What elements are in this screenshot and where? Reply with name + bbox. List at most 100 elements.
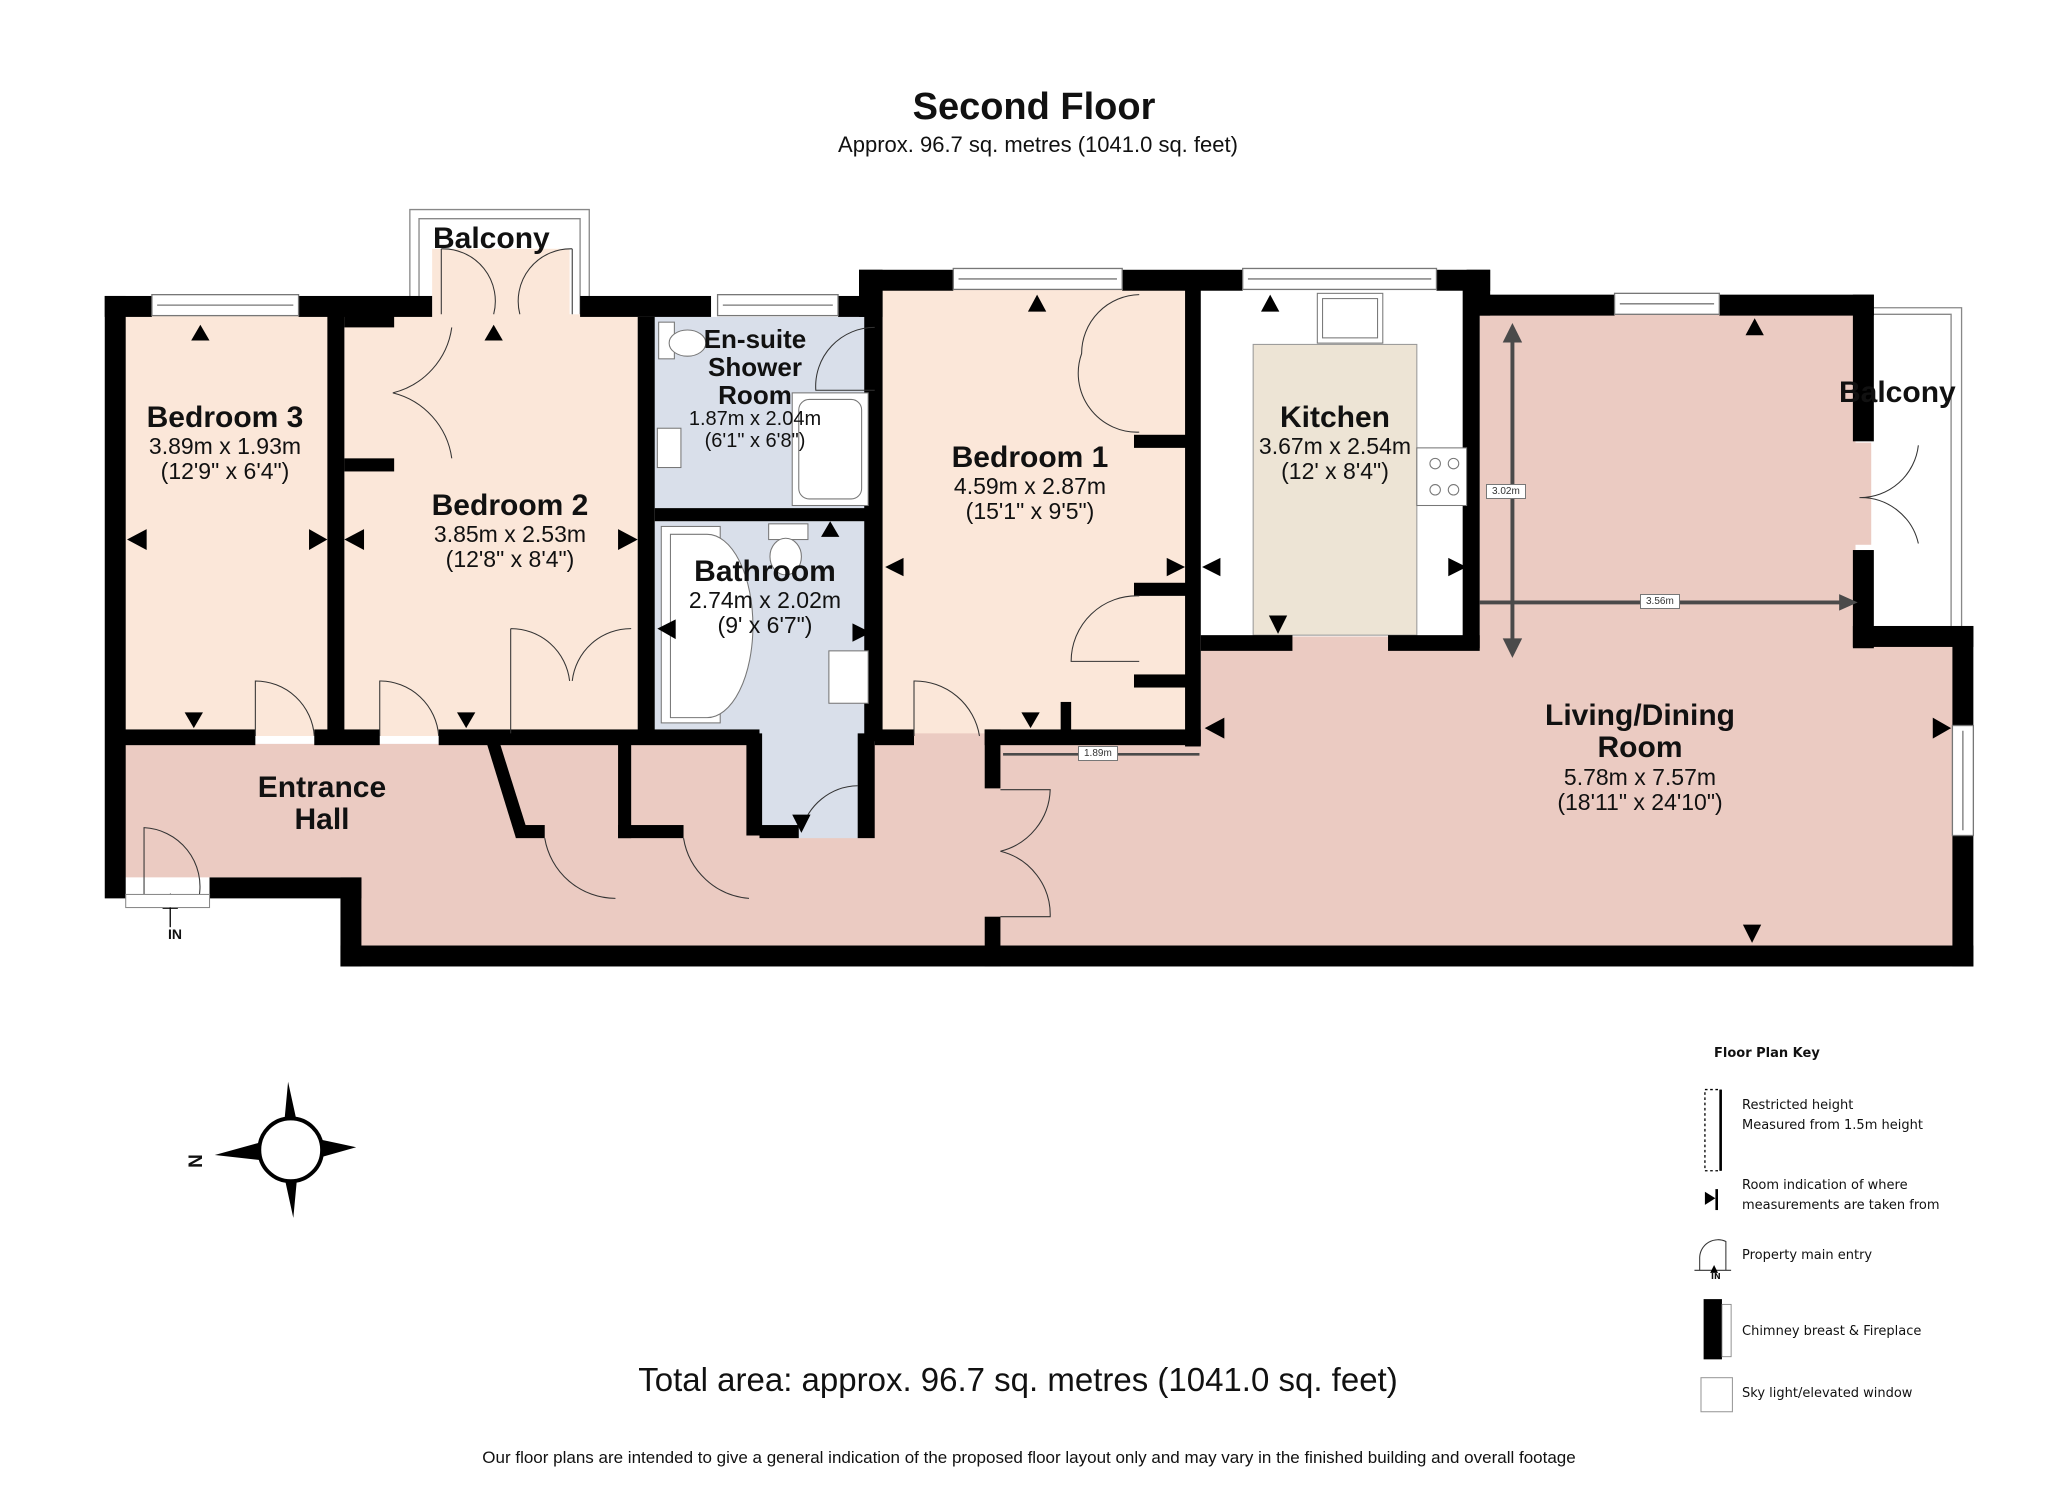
bedroom-2-floor (344, 314, 638, 736)
door-ensuite-from-bed1 (1070, 595, 1140, 662)
room-name: Bedroom 1 (951, 441, 1109, 474)
room-floors (124, 248, 1954, 946)
door-ensuite (815, 326, 875, 391)
restricted-height-icon (1704, 1088, 1722, 1172)
living-upper-floor (1479, 314, 1856, 645)
double-door-living (1000, 789, 1051, 918)
room-label-bedroom-2: Bedroom 2 3.85m x 2.53m (12'8" x 8'4") (390, 489, 630, 573)
windows (151, 267, 1975, 837)
ensuite-basin (656, 427, 682, 469)
room-imperial: (12'9" x 6'4") (160, 458, 290, 485)
hob (1416, 447, 1468, 507)
door-bedroom-3 (254, 680, 315, 737)
room-name-line-2: Room (1597, 731, 1683, 765)
room-imperial: (12'8" x 8'4") (445, 546, 575, 573)
key-item-text-line-1: Restricted height (1742, 1098, 1854, 1113)
room-name-line-1: Entrance (257, 771, 387, 804)
room-label-kitchen: Kitchen 3.67m x 2.54m (12' x 8'4") (1220, 401, 1450, 485)
room-metric: 3.89m x 1.93m (148, 433, 302, 460)
measurement-living-width: 3.56m (1640, 594, 1680, 609)
page-subtitle: Approx. 96.7 sq. metres (1041.0 sq. feet… (838, 132, 1238, 157)
floor-plan-key: Floor Plan Key Restricted height Measure… (1700, 1046, 2040, 1401)
disclaimer: Our floor plans are intended to give a g… (482, 1448, 1576, 1467)
key-item-text-line-2: Measured from 1.5m height (1742, 1118, 1923, 1133)
room-metric: 3.67m x 2.54m (1258, 433, 1412, 460)
room-metric: 5.78m x 7.57m (1563, 763, 1717, 790)
room-metric: 3.85m x 2.53m (433, 521, 587, 548)
room-imperial: (6'1" x 6'8") (704, 429, 806, 452)
room-imperial: (15'1" x 9'5") (965, 498, 1095, 525)
balcony-door-right (517, 248, 573, 315)
walls (104, 269, 1974, 967)
key-item-text-line-1: Chimney breast & Fireplace (1742, 1324, 1922, 1339)
key-item-skylight: Sky light/elevated window (1700, 1384, 2040, 1444)
key-title: Floor Plan Key (1714, 1046, 1820, 1061)
measurement-markers (127, 294, 1952, 943)
key-item-main-entry: Property main entry IN (1700, 1246, 2040, 1306)
room-name-line-2: Hall (294, 803, 350, 837)
key-item-text-line-1: Room indication of where (1742, 1178, 1908, 1193)
balcony-label-top: Balcony (433, 222, 550, 255)
measurement-hall-width: 1.89m (1078, 746, 1118, 761)
room-imperial: (18'11" x 24'10") (1557, 788, 1723, 815)
corridor-floor (874, 733, 1203, 946)
room-name-line-2: Shower (708, 352, 802, 383)
compass-icon (214, 1081, 357, 1218)
room-label-ensuite: En-suite Shower Room 1.87m x 2.04m (6'1"… (660, 325, 850, 452)
door-hall-2 (683, 838, 750, 899)
room-name: Bedroom 3 (146, 401, 304, 434)
doors (143, 248, 1919, 918)
balcony-outlines (409, 208, 1963, 629)
bathroom-toilet (769, 537, 802, 576)
key-item-text-line-1: Property main entry (1742, 1248, 1873, 1263)
balcony-top-floor (432, 248, 570, 321)
key-item-measurement-marker: Room indication of where measurements ar… (1700, 1176, 2040, 1236)
room-name: Bathroom (694, 555, 836, 588)
room-label-entrance-hall: Entrance Hall (222, 771, 422, 837)
room-name: Bedroom 2 (431, 489, 589, 522)
room-imperial: (12' x 8'4") (1281, 458, 1389, 485)
measurement-living-height: 3.02m (1486, 484, 1526, 499)
room-metric: 4.59m x 2.87m (953, 473, 1107, 500)
door-hall-1 (544, 838, 616, 899)
bathroom-cistern (768, 523, 809, 541)
kitchen-fixtures (1316, 292, 1468, 507)
wardrobe-bedroom-2 (392, 327, 453, 459)
balcony-door-right-side (1859, 445, 1919, 544)
balcony-door-left (440, 248, 496, 315)
room-label-bathroom: Bathroom 2.74m x 2.02m (9' x 6'7") (660, 555, 870, 639)
key-item-text-line-1: Sky light/elevated window (1742, 1386, 1913, 1401)
right-balcony-door-area (1852, 442, 1872, 545)
bath-corridor-floor (759, 733, 862, 839)
room-label-bedroom-3: Bedroom 3 3.89m x 1.93m (12'9" x 6'4") (110, 401, 340, 485)
room-metric: 2.74m x 2.02m (688, 587, 842, 614)
room-label-bedroom-1: Bedroom 1 4.59m x 2.87m (15'1" x 9'5") (910, 441, 1150, 525)
living-lower-floor (1200, 636, 1954, 946)
wardrobe-bedroom-2-lower (510, 628, 632, 734)
key-item-text-line-2: measurements are taken from (1742, 1198, 1940, 1213)
entry-indicator (125, 893, 211, 928)
wardrobe-bedroom-1 (1077, 294, 1140, 433)
room-label-living: Living/Dining Room 5.78m x 7.57m (18'11"… (1500, 699, 1780, 815)
room-name-line-1: En-suite (703, 324, 807, 354)
total-area: Total area: approx. 96.7 sq. metres (104… (638, 1361, 1398, 1398)
bathroom-basin (828, 650, 869, 704)
key-icons (1694, 1088, 1733, 1413)
page-title: Second Floor (912, 86, 1156, 128)
measurement-marker-icon (1704, 1191, 1716, 1205)
room-name-line-3: Room (718, 380, 792, 411)
room-imperial: (9' x 6'7") (717, 612, 813, 639)
door-bedroom-2 (379, 680, 440, 737)
balcony-label-right: Balcony (1839, 376, 1956, 409)
room-name: Kitchen (1279, 401, 1390, 434)
key-item-restricted-height: Restricted height Measured from 1.5m hei… (1700, 1096, 2040, 1156)
chimney-breast-icon (1703, 1299, 1722, 1360)
bedroom-3-floor (124, 314, 329, 736)
skylight-icon (1700, 1377, 1733, 1413)
door-bedroom-1 (913, 680, 980, 737)
room-metric: 1.87m x 2.04m (688, 408, 822, 431)
key-entry-in-label: IN (1711, 1272, 1721, 1281)
kitchen-island (1252, 343, 1418, 636)
room-name-line-1: Living/Dining (1545, 699, 1735, 732)
